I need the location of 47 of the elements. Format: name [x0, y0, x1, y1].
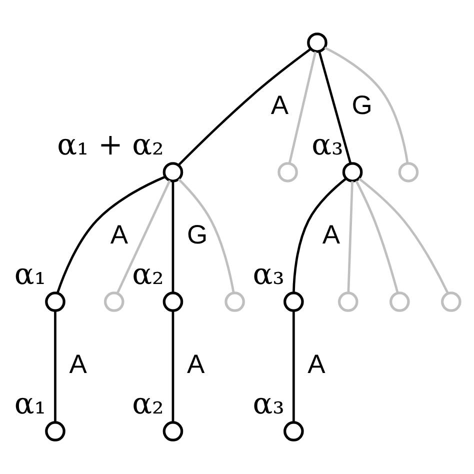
node-circle	[104, 292, 124, 312]
node-circle	[278, 162, 298, 182]
node-circle	[338, 292, 358, 312]
node-label: α₁	[14, 386, 46, 421]
connector	[172, 310, 174, 422]
connector	[318, 51, 352, 164]
node-circle	[342, 162, 363, 182]
connector	[54, 310, 56, 422]
connector	[56, 176, 166, 294]
connector	[292, 310, 295, 422]
node-circle	[45, 421, 66, 442]
edge-label: A	[270, 90, 289, 120]
node-label: α₂	[132, 386, 164, 421]
node-circle	[284, 292, 304, 312]
node-label: α₃	[252, 386, 284, 421]
connector	[355, 180, 399, 294]
node-label: α₃	[312, 128, 344, 162]
node-circle	[162, 162, 184, 182]
connector	[292, 178, 347, 293]
connector	[172, 181, 174, 292]
node-circle	[389, 292, 410, 312]
node-circle	[284, 421, 304, 442]
node-circle	[224, 292, 245, 312]
edge-label: G	[186, 219, 208, 250]
edge-label: A	[186, 348, 205, 379]
connector	[358, 178, 449, 294]
node-circle	[45, 292, 66, 312]
edge-label: A	[69, 348, 87, 379]
edge-label: G	[352, 90, 372, 120]
node-label: α₁	[14, 257, 46, 292]
connector	[178, 48, 312, 166]
node-circle	[162, 292, 184, 312]
connector	[116, 180, 171, 294]
connector	[178, 178, 235, 294]
connector	[324, 46, 409, 164]
connector	[288, 51, 317, 164]
node-circle	[307, 32, 328, 53]
connector	[347, 181, 354, 292]
node-label: α₁ + α₂	[57, 128, 164, 162]
node-circle	[441, 292, 462, 312]
node-circle	[162, 421, 184, 442]
node-label: α₃	[252, 257, 284, 292]
node-circle	[398, 162, 419, 182]
edge-label: A	[322, 219, 340, 250]
edge-label: A	[308, 348, 326, 379]
node-label: α₂	[132, 257, 164, 292]
edge-label: A	[110, 219, 128, 250]
